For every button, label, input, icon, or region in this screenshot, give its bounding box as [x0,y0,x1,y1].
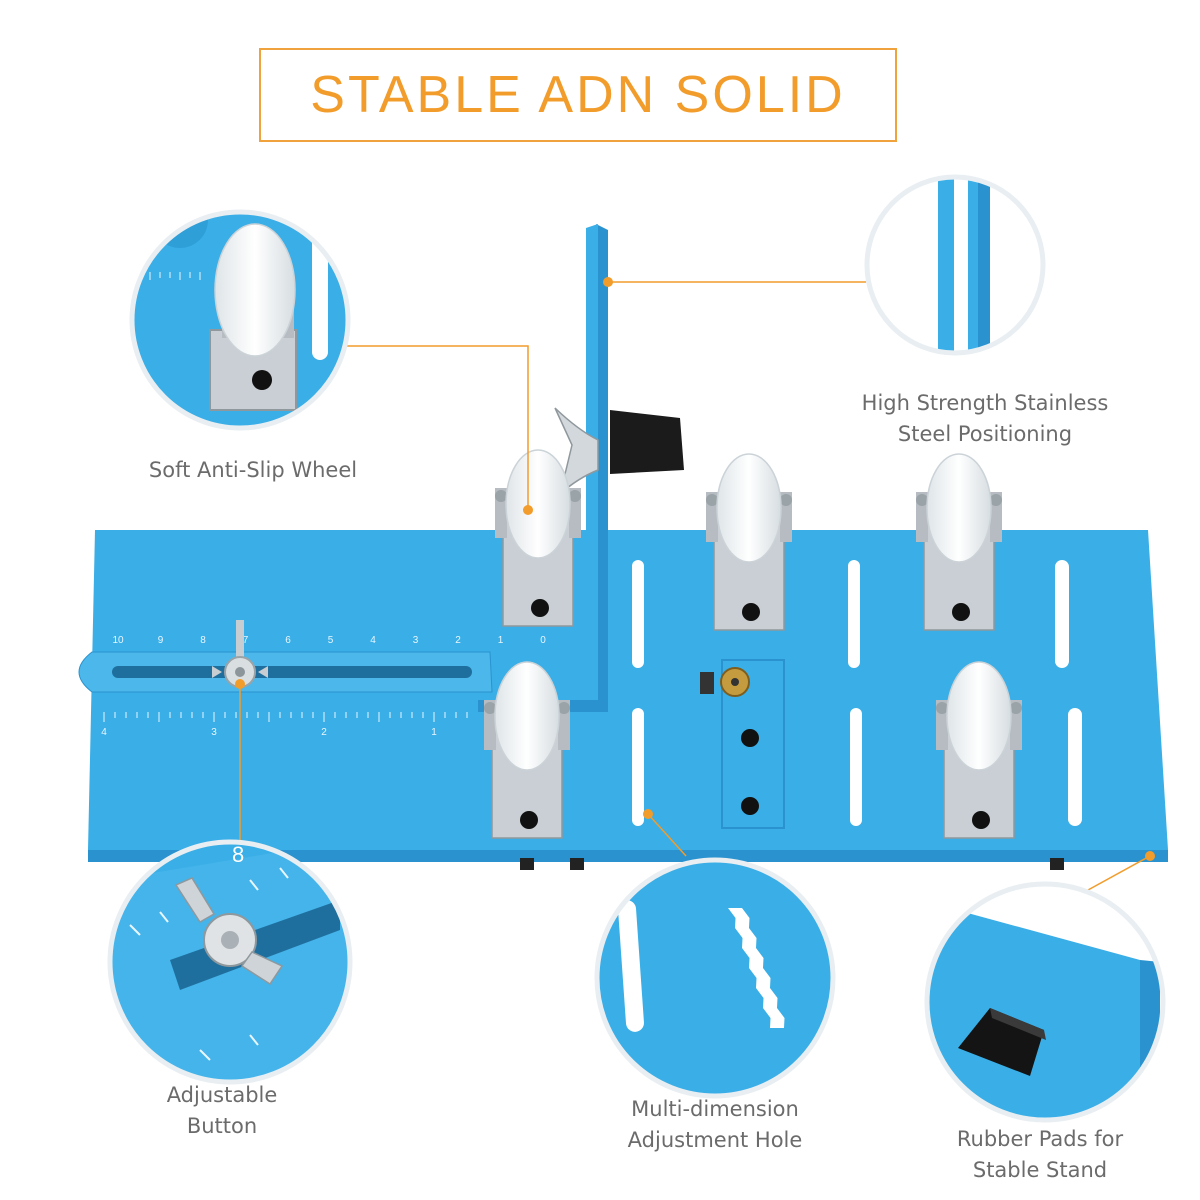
ruler-top-label: 8 [200,635,206,646]
ruler-arm [78,651,493,693]
anti-slip-wheel [916,453,1002,631]
anti-slip-wheel [495,449,581,627]
page-title: STABLE ADN SOLID [310,66,846,124]
wavy-slot [728,908,785,1028]
ruler-top-label: 3 [413,635,419,646]
caption-steel-line-1: High Strength Stainless [861,391,1109,415]
ruler-top-label: 6 [285,635,291,646]
ruler-bottom-label: 2 [321,727,327,738]
ruler-bottom-label: 3 [211,727,217,738]
caption-steel: High Strength Stainless Steel Positionin… [830,388,1140,450]
ruler-bottom-label: 1 [431,727,437,738]
base-plate [88,530,1168,870]
ruler-scale-bottom: 4 3 2 1 [101,727,437,738]
caption-wheel-line: Soft Anti-Slip Wheel [148,458,358,482]
rubber-foot [520,858,534,870]
zoom-circle-pads [924,881,1166,1123]
ruler-bottom-label: 4 [101,727,107,738]
caption-hole: Multi-dimension Adjustment Hole [590,1094,840,1156]
ruler-top-label: 1 [498,635,504,646]
wheel-assemblies [484,449,1022,839]
caption-hole-line-2: Adjustment Hole [627,1128,803,1152]
zoom-ruler-mark: 8 [232,842,244,867]
black-knob[interactable] [610,410,684,474]
ruler-top-label: 0 [540,635,546,646]
ruler-top-label: 2 [455,635,461,646]
caption-button-line-2: Button [186,1114,258,1138]
zoom-circle-steel [864,174,1046,356]
callout-dots [235,277,1155,861]
zoom-circle-button: 8 [107,839,353,1085]
adjustment-slots [632,560,1082,826]
caption-steel-line-2: Steel Positioning [897,422,1073,446]
ruler-ticks [103,712,468,722]
caption-pads-line-1: Rubber Pads for [956,1127,1124,1151]
caption-hole-line-1: Multi-dimension [631,1097,799,1121]
ruler-top-label: 4 [370,635,376,646]
caption-button-line-1: Adjustable [166,1083,278,1107]
caption-wheel: Soft Anti-Slip Wheel [118,455,388,486]
caption-button: Adjustable Button [122,1080,322,1142]
title-box: STABLE ADN SOLID [259,48,897,142]
callout-lines [239,281,1151,891]
ruler-top-label: 7 [243,635,249,646]
rubber-foot [570,858,584,870]
anti-slip-wheel [936,661,1022,839]
cutter-blade [700,659,785,829]
ruler-top-label: 10 [112,635,124,646]
ruler-top-label: 9 [158,635,164,646]
ruler-top-label: 5 [328,635,334,646]
anti-slip-wheel [706,453,792,631]
caption-pads: Rubber Pads for Stable Stand [928,1124,1152,1186]
anti-slip-wheel [484,661,570,839]
zoom-circle-wheel [129,209,351,431]
caption-pads-line-2: Stable Stand [972,1158,1108,1182]
rubber-foot [1050,858,1064,870]
zoom-circle-hole [594,857,836,1099]
